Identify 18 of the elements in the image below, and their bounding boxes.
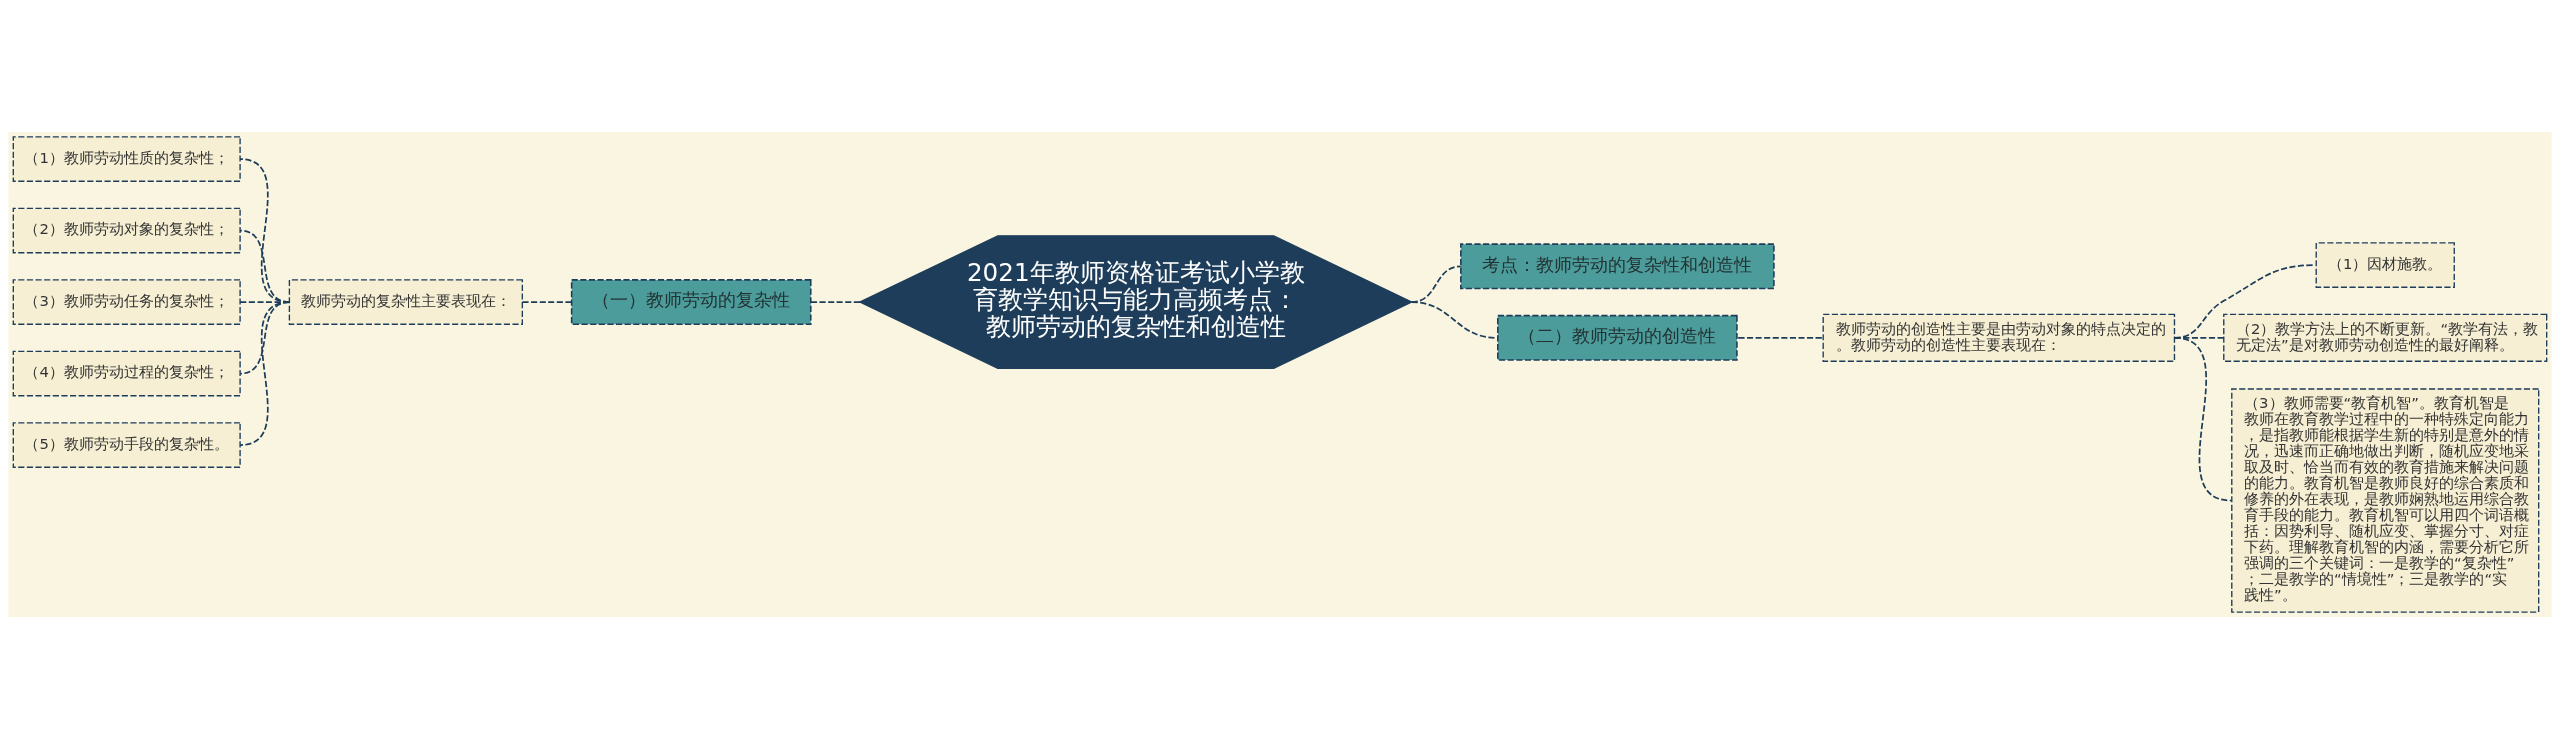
node-box: （3）教师需要“教育机智”。教育机智是教师在教育教学过程中的一种特殊定向能力，是指教师能根据学生新的特别是意外的情况，迅速而正确地做出判断，随机应变地采取及时、恰当而有效的教育措施来解决问题的能力。教育机智是教师良好的综合素质和修养的外在表现，是教师娴熟地运用综合教育手段的能力。教育机智可以用四个词语概括：因势利导、随机应变、掌握分寸、对症下药。理解教育机智的内涵，需要分析它所强调的三个关键词：一是教学的“复杂性”；二是教学的“情境性”；三是教学的“实践性”。 (2231, 388, 2540, 613)
node-box: 考点：教师劳动的复杂性和创造性 (1460, 243, 1775, 290)
node-box: （1）教师劳动性质的复杂性； (12, 136, 241, 182)
node-box: （1）因材施教。 (2315, 242, 2455, 288)
node-box: 教师劳动的创造性主要是由劳动对象的特点决定的。教师劳动的创造性主要表现在： (1822, 313, 2176, 362)
node-box: （2）教师劳动对象的复杂性； (12, 207, 241, 254)
connector (239, 301, 291, 446)
connector (521, 301, 573, 303)
connector (2173, 336, 2233, 502)
connector (809, 301, 861, 303)
node-box: （2）教学方法上的不断更新。“教学有法，教无定法”是对教师劳动创造性的最好阐释。 (2223, 313, 2548, 362)
node-box: （二）教师劳动的创造性 (1497, 314, 1738, 361)
node-box: （3）教师劳动任务的复杂性； (12, 279, 241, 325)
node-box: （5）教师劳动手段的复杂性。 (12, 422, 241, 468)
connector (1737, 336, 1825, 339)
node-box: （一）教师劳动的复杂性 (570, 279, 812, 326)
node-box: （4）教师劳动过程的复杂性； (12, 350, 241, 397)
node-box: 教师劳动的复杂性主要表现在： (288, 279, 523, 325)
